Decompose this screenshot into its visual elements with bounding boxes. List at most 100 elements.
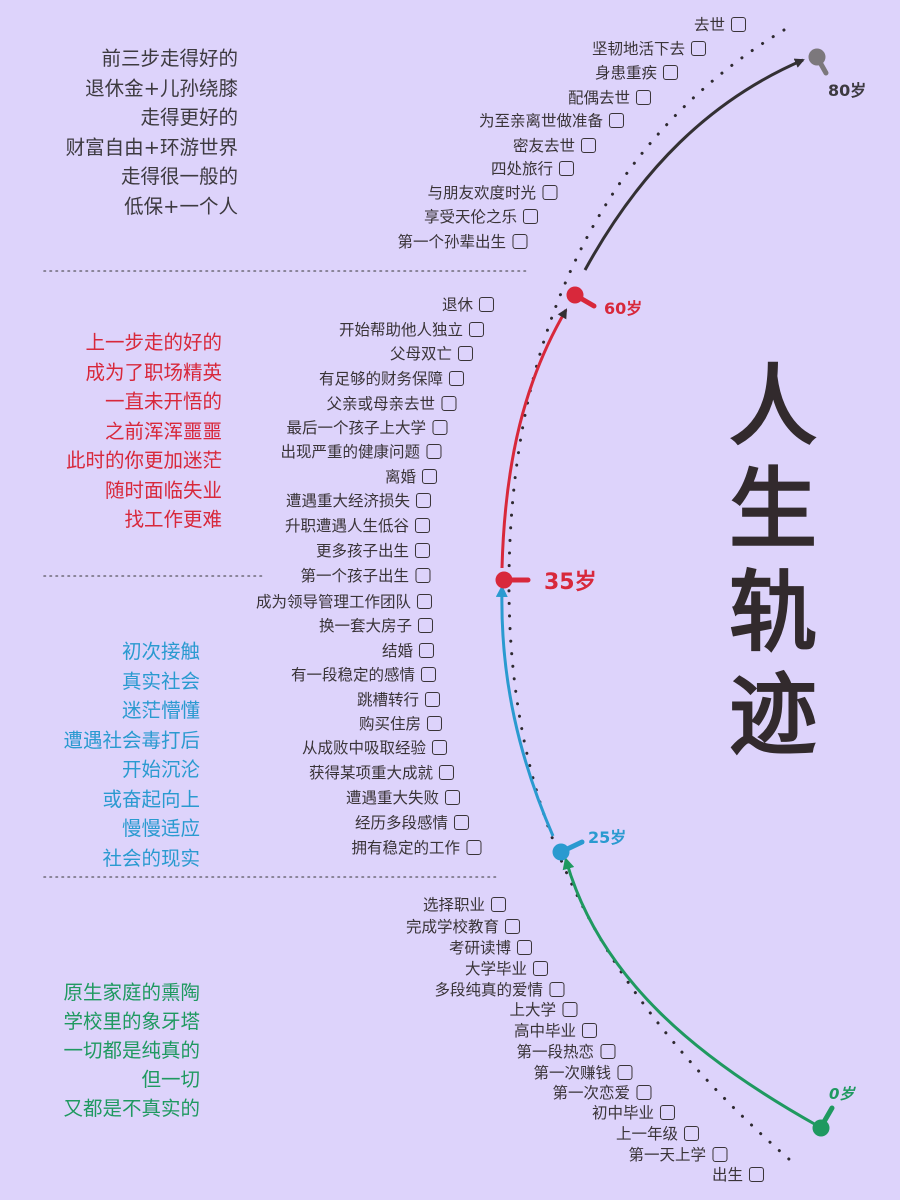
event-item[interactable]: 考研读博 xyxy=(449,936,532,958)
event-item[interactable]: 跳槽转行 xyxy=(357,688,440,710)
event-checkbox[interactable] xyxy=(417,593,432,609)
event-item[interactable]: 获得某项重大成就 xyxy=(309,761,454,783)
event-item[interactable]: 升职遭遇人生低谷 xyxy=(285,514,430,536)
event-checkbox[interactable] xyxy=(415,517,430,533)
event-item[interactable]: 高中毕业 xyxy=(514,1019,597,1041)
event-item[interactable]: 更多孩子出生 xyxy=(316,539,430,561)
event-item[interactable]: 完成学校教育 xyxy=(406,915,520,937)
event-checkbox[interactable] xyxy=(559,160,574,176)
event-checkbox[interactable] xyxy=(458,345,473,361)
event-checkbox[interactable] xyxy=(491,896,506,912)
event-item[interactable]: 配偶去世 xyxy=(568,86,651,108)
event-checkbox[interactable] xyxy=(432,419,447,435)
event-item[interactable]: 去世 xyxy=(694,13,746,35)
event-item[interactable]: 身患重疾 xyxy=(595,61,678,83)
event-checkbox[interactable] xyxy=(426,443,441,459)
event-checkbox[interactable] xyxy=(416,492,431,508)
event-item[interactable]: 选择职业 xyxy=(423,893,506,915)
event-item[interactable]: 第一次赚钱 xyxy=(533,1061,632,1083)
event-checkbox[interactable] xyxy=(533,960,548,976)
event-checkbox[interactable] xyxy=(415,567,430,583)
event-checkbox[interactable] xyxy=(731,16,746,32)
event-item[interactable]: 多段纯真的爱情 xyxy=(434,978,564,1000)
event-checkbox[interactable] xyxy=(663,64,678,80)
event-checkbox[interactable] xyxy=(549,981,564,997)
event-item[interactable]: 上大学 xyxy=(509,998,577,1020)
note-line: 低保+一个人 xyxy=(124,194,238,218)
event-checkbox[interactable] xyxy=(517,939,532,955)
event-item[interactable]: 第一个孩子出生 xyxy=(300,564,430,586)
event-item[interactable]: 购买住房 xyxy=(359,712,442,734)
event-item[interactable]: 最后一个孩子上大学 xyxy=(286,416,447,438)
event-checkbox[interactable] xyxy=(439,764,454,780)
event-checkbox[interactable] xyxy=(512,233,527,249)
event-checkbox[interactable] xyxy=(749,1166,764,1182)
event-item[interactable]: 经历多段感情 xyxy=(355,811,469,833)
event-checkbox[interactable] xyxy=(542,184,557,200)
event-item[interactable]: 出现严重的健康问题 xyxy=(280,440,441,462)
event-checkbox[interactable] xyxy=(441,395,456,411)
event-item[interactable]: 拥有稳定的工作 xyxy=(351,836,481,858)
event-checkbox[interactable] xyxy=(427,715,442,731)
age-label-80: 80岁 xyxy=(828,81,867,100)
event-checkbox[interactable] xyxy=(425,691,440,707)
event-item[interactable]: 换一套大房子 xyxy=(319,614,433,636)
event-checkbox[interactable] xyxy=(523,208,538,224)
event-item[interactable]: 开始帮助他人独立 xyxy=(339,318,484,340)
event-item[interactable]: 密友去世 xyxy=(513,134,596,156)
event-item[interactable]: 结婚 xyxy=(382,639,434,661)
event-item[interactable]: 遭遇重大经济损失 xyxy=(286,489,431,511)
event-item[interactable]: 有足够的财务保障 xyxy=(319,367,464,389)
event-item[interactable]: 成为领导管理工作团队 xyxy=(256,590,432,612)
event-item[interactable]: 第一段热恋 xyxy=(516,1040,615,1062)
event-checkbox[interactable] xyxy=(636,1084,651,1100)
event-label: 有足够的财务保障 xyxy=(318,370,443,388)
event-item[interactable]: 出生 xyxy=(712,1163,764,1185)
event-item[interactable]: 第一次恋爱 xyxy=(552,1081,651,1103)
event-item[interactable]: 为至亲离世做准备 xyxy=(479,109,624,131)
event-item[interactable]: 坚韧地活下去 xyxy=(592,37,706,59)
event-checkbox[interactable] xyxy=(609,112,624,128)
event-checkbox[interactable] xyxy=(691,40,706,56)
event-item[interactable]: 大学毕业 xyxy=(465,957,548,979)
event-checkbox[interactable] xyxy=(466,839,481,855)
event-label: 考研读博 xyxy=(448,939,511,957)
event-item[interactable]: 第一个孙辈出生 xyxy=(397,230,527,252)
event-item[interactable]: 父亲或母亲去世 xyxy=(326,392,456,414)
event-checkbox[interactable] xyxy=(479,296,494,312)
event-checkbox[interactable] xyxy=(419,642,434,658)
event-item[interactable]: 遭遇重大失败 xyxy=(346,786,460,808)
event-checkbox[interactable] xyxy=(562,1001,577,1017)
event-item[interactable]: 与朋友欢度时光 xyxy=(427,181,557,203)
event-item[interactable]: 父母双亡 xyxy=(390,342,473,364)
event-checkbox[interactable] xyxy=(712,1146,727,1162)
event-item[interactable]: 上一年级 xyxy=(616,1122,699,1144)
event-item[interactable]: 初中毕业 xyxy=(592,1101,675,1123)
event-checkbox[interactable] xyxy=(432,739,447,755)
event-checkbox[interactable] xyxy=(454,814,469,830)
event-checkbox[interactable] xyxy=(469,321,484,337)
event-checkbox[interactable] xyxy=(617,1064,632,1080)
event-checkbox[interactable] xyxy=(582,1022,597,1038)
event-checkbox[interactable] xyxy=(581,137,596,153)
event-item[interactable]: 第一天上学 xyxy=(628,1143,727,1165)
event-checkbox[interactable] xyxy=(445,789,460,805)
event-item[interactable]: 退休 xyxy=(442,293,494,315)
event-checkbox[interactable] xyxy=(636,89,651,105)
event-item[interactable]: 有一段稳定的感情 xyxy=(291,663,436,685)
event-checkbox[interactable] xyxy=(415,542,430,558)
event-checkbox[interactable] xyxy=(418,617,433,633)
event-checkbox[interactable] xyxy=(600,1043,615,1059)
event-checkbox[interactable] xyxy=(684,1125,699,1141)
event-checkbox[interactable] xyxy=(660,1104,675,1120)
event-item[interactable]: 四处旅行 xyxy=(491,157,574,179)
event-checkbox[interactable] xyxy=(422,468,437,484)
event-checkbox[interactable] xyxy=(449,370,464,386)
event-label: 开始帮助他人独立 xyxy=(338,321,463,339)
event-item[interactable]: 享受天伦之乐 xyxy=(424,205,538,227)
event-checkbox[interactable] xyxy=(421,666,436,682)
event-item[interactable]: 离婚 xyxy=(385,465,437,487)
note-line: 上一步走的好的 xyxy=(85,331,222,354)
event-checkbox[interactable] xyxy=(505,918,520,934)
event-item[interactable]: 从成败中吸取经验 xyxy=(302,736,447,758)
